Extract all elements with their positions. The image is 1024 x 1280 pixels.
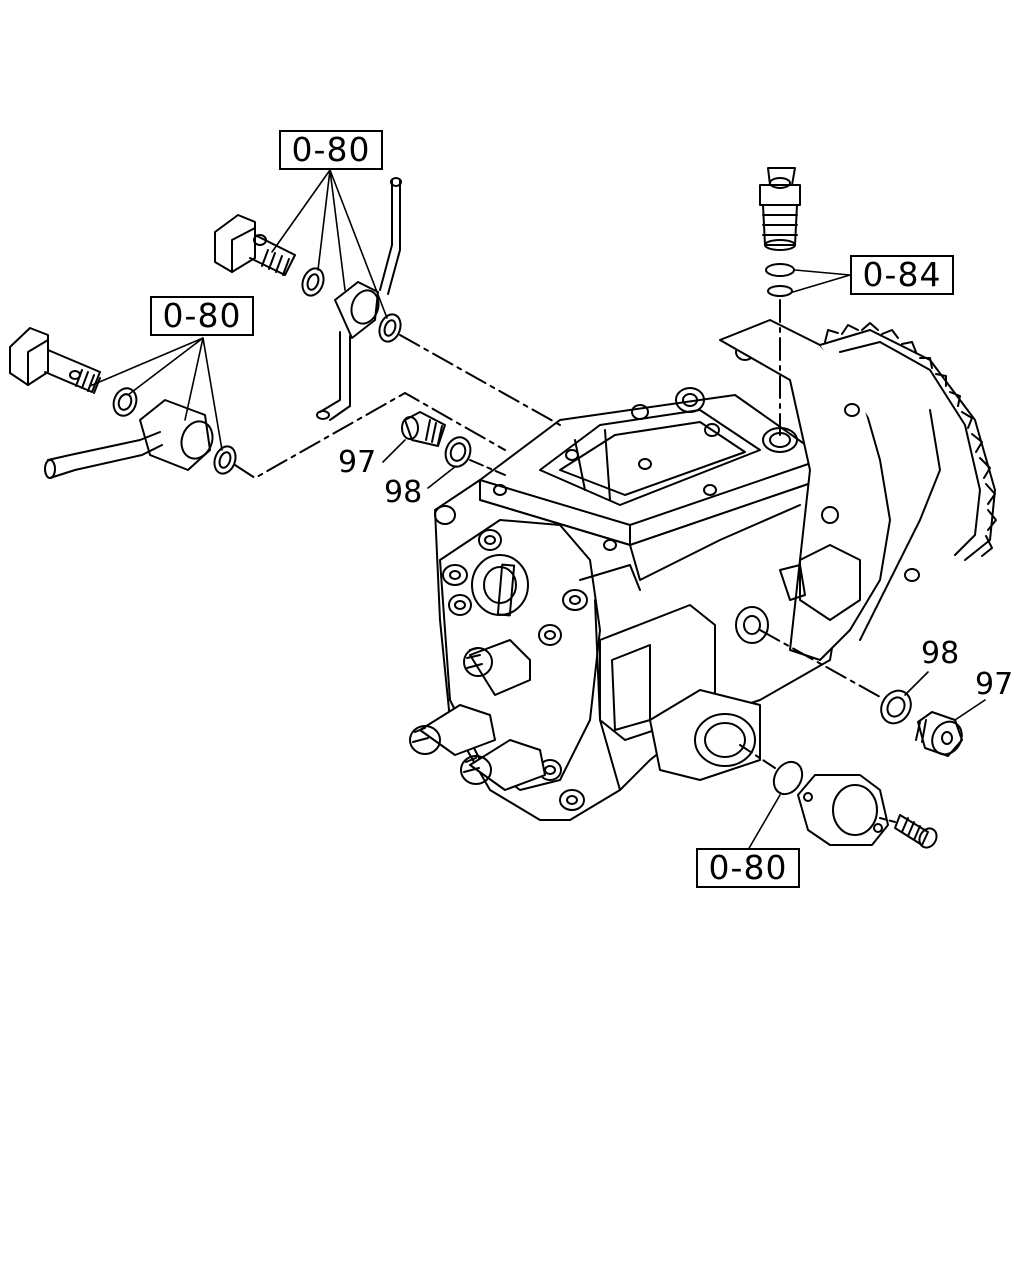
part-98-leader-lower [905,672,928,695]
plug-97-upper [402,412,445,446]
lower-sealing-washer-b [211,443,239,476]
pump-housing [410,320,919,820]
cover-bolt [880,815,940,851]
part-98-leader-upper [428,466,456,488]
o-ring-cover [768,757,808,799]
upper-banjo-fitting [317,178,401,420]
callout-leaders-lower [90,338,222,450]
cover-leader [740,745,775,768]
callout-0-80-cover: 0-80 [696,848,800,888]
overflow-valve [760,168,800,250]
callout-leaders-upper [272,170,387,318]
callout-0-84: 0-84 [850,255,954,295]
part-97-leader-lower [955,700,985,720]
overflow-valve-o-rings [766,264,794,296]
upper-banjo-bolt [215,215,295,275]
lower-banjo-bolt [10,328,100,393]
part-number-98-upper: 98 [384,475,423,510]
cover-plate [798,775,888,845]
lower-pipe-leader [235,393,505,478]
part-number-97-upper: 97 [338,445,377,480]
callout-leaders-0-84 [793,270,850,292]
callout-0-80-lower: 0-80 [150,296,254,336]
washer-98-upper [442,434,475,470]
upper-pipe-leader [400,335,560,425]
plug-97-upper-leader [470,460,505,475]
upper-sealing-washer-a [299,265,327,298]
upper-sealing-washer-b [376,311,404,344]
drive-gear [820,323,996,640]
part-97-leader-upper [383,440,405,462]
plug-97-lower [916,712,968,760]
callout-leader-cover [748,795,780,850]
lower-banjo-fitting [45,400,218,478]
part-number-97-lower: 97 [975,667,1014,702]
plug-97-lower-leader [760,630,882,698]
part-number-98-lower: 98 [921,636,960,671]
washer-98-lower [875,685,916,728]
callout-0-80-upper: 0-80 [279,130,383,170]
